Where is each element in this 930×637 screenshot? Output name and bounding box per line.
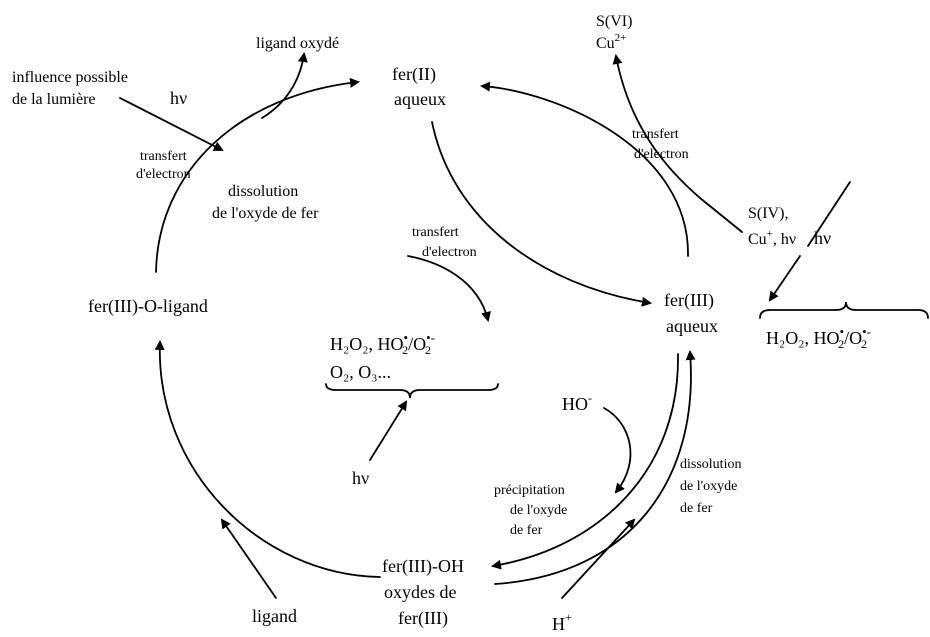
species-center-line2: O₂, O₃... <box>330 362 391 382</box>
line-right-top <box>807 181 851 247</box>
species-center-line1: H₂O₂, HO•2/O•-2 <box>330 330 435 357</box>
label-h-plus: H+ <box>552 610 572 634</box>
node-oxides-line3: fer(III) <box>398 608 448 629</box>
arrow-ho-minus <box>603 407 632 494</box>
label-transfer-right-1: transfert <box>632 127 679 142</box>
node-fer3-line2: aqueux <box>666 316 718 336</box>
arrow-hv-center <box>369 400 408 461</box>
arc-oxides-to-ligand <box>154 340 381 578</box>
label-hv-left: hν <box>170 88 187 108</box>
arc-fer2-to-fer3 <box>431 121 652 307</box>
arrow-hv-right <box>768 255 801 302</box>
label-dissolution-right-3: de fer <box>680 501 713 516</box>
node-fer3-line1: fer(III) <box>664 290 714 311</box>
label-ligand: ligand <box>252 606 297 626</box>
label-cu-plus-hv: Cu+, hν <box>748 228 796 248</box>
node-fer2-line1: fer(II) <box>392 64 436 85</box>
arrow-to-ligand-oxide <box>261 52 308 119</box>
label-hv-center: hν <box>352 468 369 488</box>
arrow-transfer-center <box>407 255 491 322</box>
node-ligand-oxidized: ligand oxydé <box>256 35 339 52</box>
label-dissolution-right-1: dissolution <box>680 457 741 472</box>
arc-dissolution <box>494 350 696 585</box>
label-transfer-left-1: transfert <box>140 149 187 164</box>
node-cu2: Cu2+ <box>596 32 626 52</box>
node-oxides-line1: fer(III)-OH <box>382 556 464 577</box>
label-dissolution-left-1: dissolution <box>228 183 298 200</box>
label-dissolution-right-2: de l'oxyde <box>680 479 737 494</box>
arrow-to-s6 <box>612 54 743 233</box>
label-s4: S(IV), <box>748 205 788 222</box>
arrow-light-influence <box>119 97 224 151</box>
label-precip-2: de l'oxyde <box>510 503 567 518</box>
arc-precipitation <box>491 353 679 570</box>
label-transfer-mid-2: d'electron <box>422 245 477 260</box>
brace-right-species <box>759 301 929 319</box>
label-transfer-right-2: d'electron <box>634 147 689 162</box>
node-fer2-line2: aqueux <box>394 89 446 109</box>
label-hv-right: hν <box>814 228 831 248</box>
arc-fer3-to-fer2 <box>480 81 689 257</box>
label-ho-minus: HO- <box>562 391 592 414</box>
label-precip-1: précipitation <box>494 483 565 498</box>
arrow-h-plus-input <box>561 518 636 599</box>
node-ligand-complex: fer(III)-O-ligand <box>88 296 208 317</box>
label-light-influence-2: de la lumière <box>12 91 96 108</box>
species-right: H₂O₂, HO•2/O•-2 <box>766 324 871 351</box>
arrow-ligand-input <box>220 518 277 599</box>
label-light-influence-1: influence possible <box>12 69 128 86</box>
brace-center-species <box>325 383 499 399</box>
label-transfer-mid-1: transfert <box>412 225 459 240</box>
label-transfer-left-2: d'electron <box>136 167 191 182</box>
label-dissolution-left-2: de l'oxyde de fer <box>212 205 319 222</box>
label-precip-3: de fer <box>510 523 543 538</box>
node-oxides-line2: oxydes de <box>384 582 456 602</box>
node-s6: S(VI) <box>596 13 632 30</box>
